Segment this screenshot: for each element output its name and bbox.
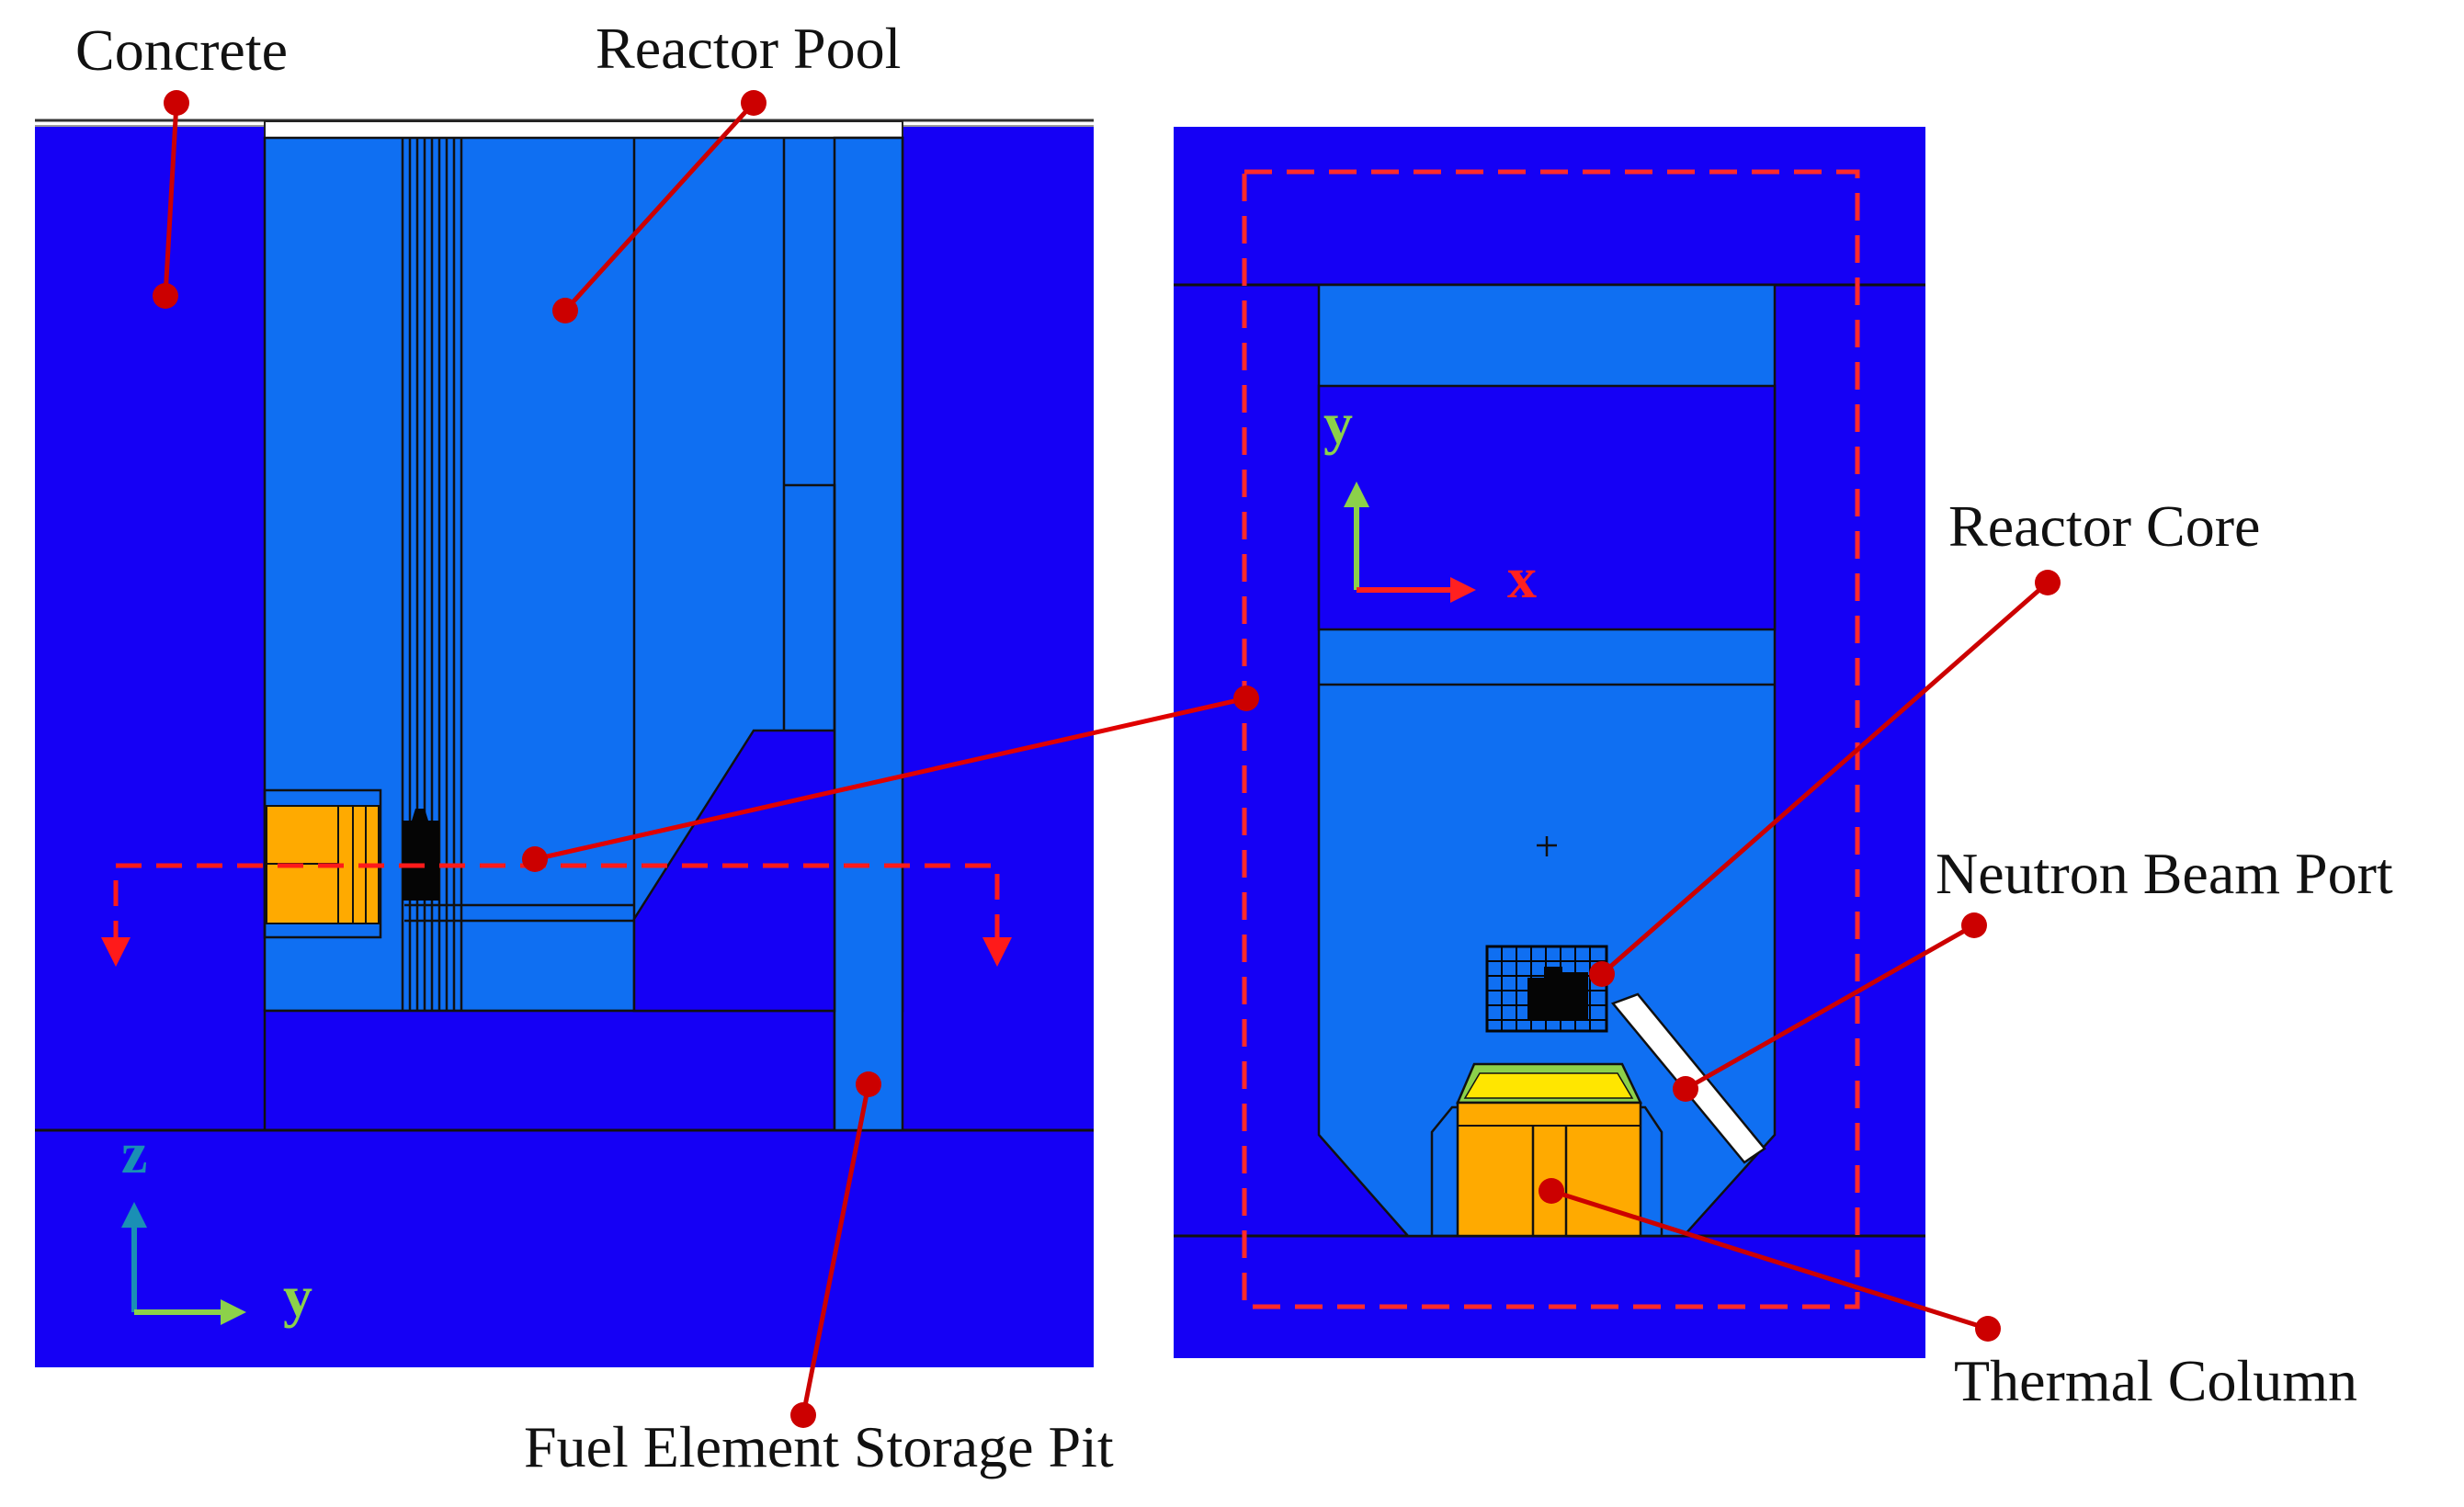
- label-neutron-beam-port: Neutron Beam Port: [1936, 841, 2393, 906]
- side-view-panel: z y: [35, 119, 1094, 1367]
- reactor-core-plan: [1485, 945, 1608, 1033]
- plan-view-axes: y x: [1323, 391, 1537, 610]
- side-view-axes: z y: [121, 1120, 312, 1329]
- thermal-column-plan: [1430, 1062, 1663, 1238]
- axis-x-plan-label: x: [1507, 545, 1537, 610]
- axis-y-label: y: [283, 1263, 312, 1329]
- section-cut-line: [101, 863, 1012, 967]
- reactor-core-side: [403, 809, 439, 901]
- label-thermal-column: Thermal Column: [1954, 1348, 2357, 1413]
- callout-leaders: [153, 90, 2061, 1428]
- section-link: [522, 686, 1259, 872]
- label-concrete: Concrete: [75, 17, 288, 83]
- axis-z-label: z: [121, 1120, 147, 1185]
- axis-y-plan-label: y: [1323, 391, 1353, 456]
- label-reactor-core: Reactor Core: [1948, 493, 2260, 559]
- fuel-storage-pit-region: [833, 136, 904, 1132]
- label-fuel-element-storage-pit: Fuel Element Storage Pit: [524, 1414, 1114, 1479]
- plan-view-panel: y x: [1174, 127, 1925, 1358]
- label-reactor-pool: Reactor Pool: [596, 16, 901, 81]
- cross-section-box: [1242, 169, 1860, 1309]
- concrete-step: [632, 483, 836, 1013]
